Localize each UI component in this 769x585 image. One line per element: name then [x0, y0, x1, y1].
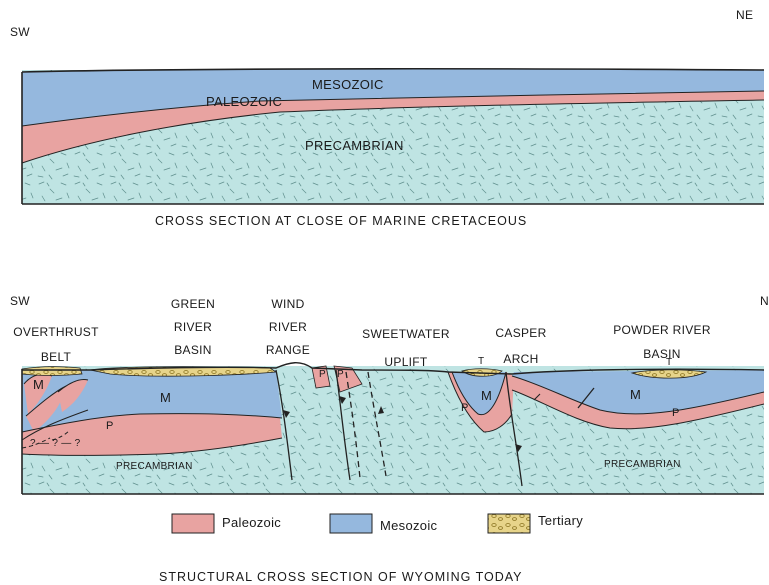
- overthrust-belt-label: OVERTHRUST BELT: [13, 325, 98, 364]
- casper-p-label: P: [461, 402, 469, 414]
- top-sw-label: SW: [10, 25, 30, 39]
- top-cross-section: [22, 69, 764, 204]
- top-ne-label: NE: [736, 8, 753, 22]
- bottom-caption: STRUCTURAL CROSS SECTION OF WYOMING TODA…: [159, 570, 522, 584]
- top-mesozoic-label: MESOZOIC: [312, 77, 384, 92]
- wind-river-range-label: WIND RIVER RANGE: [266, 293, 310, 362]
- green-river-precambrian-label: PRECAMBRIAN: [116, 461, 193, 472]
- casper-t-label: T: [478, 356, 484, 367]
- bottom-cross-section: [22, 363, 764, 494]
- legend-label-paleozoic: Paleozoic: [222, 515, 281, 530]
- bottom-sw-label: SW: [10, 294, 30, 308]
- overthrust-question-label: ? — ? — ?: [30, 438, 81, 449]
- powder-river-m-label: M: [630, 387, 641, 402]
- top-precambrian-label: PRECAMBRIAN: [305, 138, 404, 153]
- casper-m-label: M: [481, 388, 492, 403]
- legend-swatch-tertiary: [488, 514, 530, 533]
- wind-river-p-label: P: [319, 369, 326, 380]
- green-river-basin-label: GREEN RIVER BASIN: [171, 293, 215, 362]
- wind-river-p-label-2: P: [337, 369, 344, 380]
- overthrust-tertiary: [22, 367, 82, 376]
- top-caption: CROSS SECTION AT CLOSE OF MARINE CRETACE…: [155, 214, 527, 228]
- bottom-ne-label: N: [760, 294, 769, 308]
- legend-swatch-mesozoic: [330, 514, 372, 533]
- casper-arch-label: CASPER ARCH: [495, 320, 546, 372]
- sweetwater-uplift-label: SWEETWATER UPLIFT: [362, 320, 450, 376]
- top-paleozoic-label: PALEOZOIC: [206, 94, 282, 109]
- overthrust-m-label: M: [33, 377, 44, 392]
- powder-river-t-label: T: [666, 357, 672, 368]
- legend-label-mesozoic: Mesozoic: [380, 518, 437, 533]
- green-river-m-label: M: [160, 390, 171, 405]
- powder-river-p-label: P: [672, 407, 680, 419]
- powder-river-basin-label: POWDER RIVER BASIN: [613, 318, 711, 366]
- powder-river-precambrian-label: PRECAMBRIAN: [604, 459, 681, 470]
- green-river-p-label: P: [106, 420, 114, 432]
- legend-swatch-paleozoic: [172, 514, 214, 533]
- legend-label-tertiary: Tertiary: [538, 513, 583, 528]
